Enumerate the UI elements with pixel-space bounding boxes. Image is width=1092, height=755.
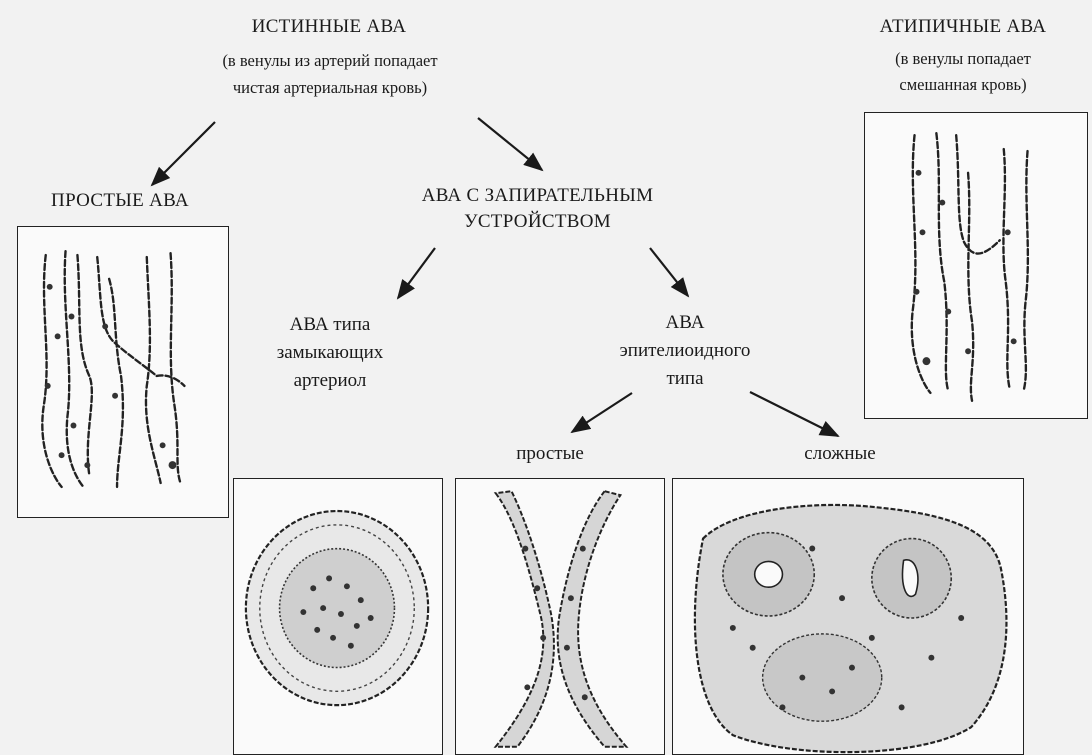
arrow-locking-to-epithelioid [650,248,688,296]
root-desc-line1: (в венулы из артерий попадает [160,48,500,73]
atypical-ava-drawing [865,113,1087,418]
closing-arterioles-drawing [234,479,442,754]
epithelioid-line3: типа [605,366,765,392]
locking-ava-line2: УСТРОЙСТВОМ [365,211,710,233]
epithelioid-simple-illustration [455,478,665,755]
epithelioid-simple-drawing [456,479,664,754]
arrow-locking-to-closing [398,248,435,298]
epithelioid-complex-label: сложные [770,441,910,467]
epithelioid-complex-drawing [673,479,1023,754]
atypical-title: АТИПИЧНЫЕ АВА [838,16,1088,38]
locking-ava-line1: АВА С ЗАПИРАТЕЛЬНЫМ [365,185,710,207]
arrow-root-to-locking [478,118,542,170]
closing-arterioles-line3: артериол [250,368,410,394]
epithelioid-complex-illustration [672,478,1024,755]
arrow-epithelioid-to-complex [750,392,838,436]
closing-arterioles-illustration [233,478,443,755]
closing-arterioles-line1: АВА типа [250,312,410,338]
atypical-desc-line2: смешанная кровь) [843,72,1083,97]
simple-ava-illustration [17,226,229,518]
epithelioid-simple-label: простые [480,441,620,467]
simple-ava-title: ПРОСТЫЕ АВА [20,190,220,212]
root-title: ИСТИННЫЕ АВА [233,16,425,38]
atypical-ava-illustration [864,112,1088,419]
simple-ava-drawing [18,227,228,517]
atypical-desc-line1: (в венулы попадает [843,46,1083,71]
root-desc-line2: чистая артериальная кровь) [160,75,500,100]
arrow-epithelioid-to-simple [572,393,632,432]
epithelioid-line1: АВА [605,310,765,336]
closing-arterioles-line2: замыкающих [250,340,410,366]
arrow-root-to-simple [152,122,215,185]
epithelioid-line2: эпителиоидного [595,338,775,364]
